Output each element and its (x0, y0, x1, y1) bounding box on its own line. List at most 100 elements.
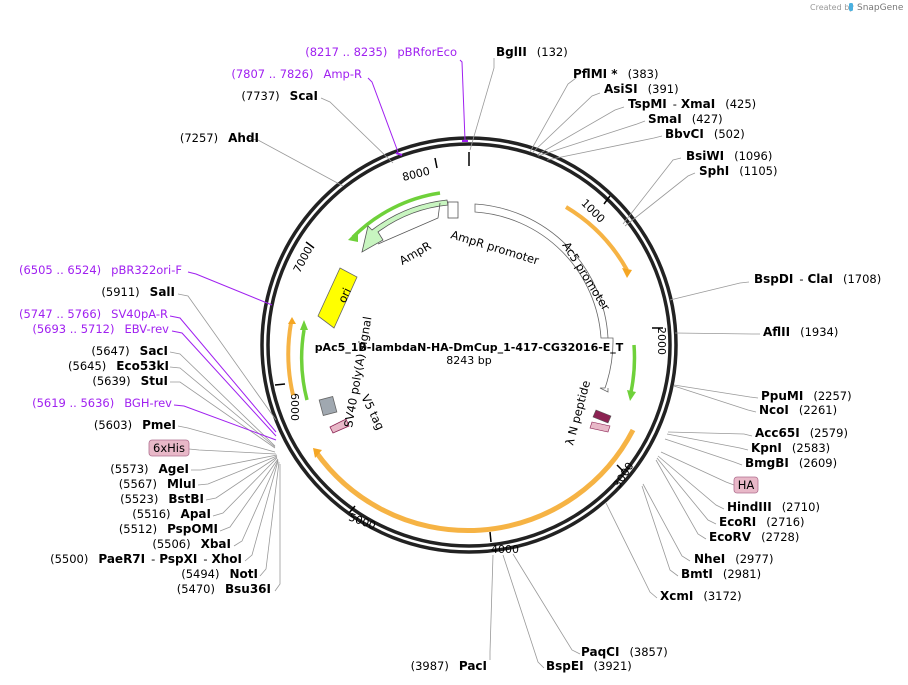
ampr-feature (361, 199, 449, 253)
leader-pmei (177, 425, 276, 453)
pleader-bghrev (173, 404, 277, 441)
site-bbvci: BbvCI(502) (665, 127, 745, 141)
lambda-n-label: λ N peptide (562, 379, 593, 447)
site-agei: (5573)AgeI (110, 462, 189, 476)
leader-noti (259, 461, 280, 577)
leader-saci (169, 351, 276, 447)
backbone-outer-ring (260, 136, 678, 554)
primer-labels: (8217 .. 8235)pBRforEco (7807 .. 7826)Am… (19, 45, 457, 410)
ac5-promoter-feature (474, 203, 609, 339)
pleader-sv40pa (169, 315, 277, 433)
tick-8000 (434, 157, 438, 169)
site-apai: (5516)ApaI (132, 507, 211, 521)
site-smai: SmaI(427) (648, 112, 723, 126)
site-kpni: KpnI(2583) (751, 441, 830, 455)
site-pmei: (5603)PmeI (94, 418, 176, 432)
snapgene-logo: SnapGene (849, 3, 904, 13)
orf-arcs (286, 205, 636, 534)
site-asisi: AsiSI(391) (604, 82, 679, 96)
tag-ha: HA (733, 476, 759, 494)
tick-label-4000: 4000 (491, 543, 519, 556)
primer-bgh-rev: (5619 .. 5636)BGH-rev (32, 396, 172, 410)
site-ahdi: (7257)AhdI (180, 131, 259, 145)
site-paci: (3987)PacI (411, 659, 487, 673)
site-leaders (169, 58, 760, 669)
primer-pbrforeco: (8217 .. 8235)pBRforEco (305, 45, 457, 59)
leader-ppumi (673, 384, 759, 399)
leader-bspei (502, 554, 545, 669)
leader-stui (170, 381, 276, 449)
ampr-label: AmpR (397, 238, 434, 267)
site-labels-left: (3987)PacI (7257)AhdI (7737)ScaI (5911)S… (50, 89, 487, 673)
primer-pbr322ori-f: (6505 .. 6524)pBR322ori-F (19, 263, 182, 277)
orf-arc-left (286, 322, 295, 396)
leader-paqci (512, 553, 581, 655)
leader-bbvci (546, 135, 663, 161)
site-ecorv: EcoRV(2728) (709, 530, 799, 544)
leader-sali (177, 293, 277, 421)
site-ppumi: PpuMI(2257) (761, 389, 852, 403)
leader-pflmi (529, 77, 577, 153)
leader-6xhis (188, 448, 277, 455)
leader-paer7i (244, 460, 279, 562)
leader-bmti (641, 485, 679, 577)
leader-hindiii (657, 455, 725, 510)
leader-aflii (674, 332, 760, 335)
leader-nhei (642, 483, 691, 562)
site-noti: (5494)NotI (181, 567, 258, 581)
tick-label-2000: 2000 (655, 327, 668, 355)
leader-sphi (624, 172, 696, 227)
site-mlui: (5567)MluI (119, 477, 196, 491)
orf-arc-main-head (313, 448, 322, 458)
leader-xcmi (605, 502, 658, 599)
tick-3000 (616, 464, 625, 473)
site-eco53ki: (5645)Eco53kI (68, 359, 169, 373)
plasmid-name: pAc5_1B-lambdaN-HA-DmCup_1-417-CG32016-E… (315, 341, 624, 354)
leader-ncoi (673, 385, 757, 413)
green-arrows (299, 191, 637, 401)
tick-5000 (348, 505, 356, 514)
site-ecori: EcoRI(2716) (719, 515, 805, 529)
leader-asisi (531, 92, 601, 154)
site-sphi: SphI(1105) (699, 164, 778, 178)
leader-paci (489, 554, 494, 660)
tick-label-5000: 5000 (347, 511, 378, 533)
site-tspmi-xmai: TspMI-XmaI(425) (628, 97, 756, 111)
leader-apai (212, 457, 278, 517)
site-hindiii: HindIII(2710) (727, 500, 820, 514)
tick-label-3000: 3000 (611, 460, 637, 491)
site-aflii: AflII(1934) (763, 325, 838, 339)
site-saci: (5647)SacI (91, 344, 168, 358)
leader-bmgbi (664, 438, 743, 466)
leader-acc65i (667, 431, 753, 437)
ori-label: ori (335, 286, 354, 305)
green-arc-left (299, 329, 309, 401)
pleader-pbrforeco (459, 59, 466, 141)
site-bmti: BmtI(2981) (681, 567, 761, 581)
leader-xbai (233, 459, 279, 547)
site-pflmi: PflMI *(383) (573, 67, 659, 81)
leader-bsiwi (622, 157, 682, 225)
credit-text: Created by (810, 3, 854, 12)
tick-label-6000: 6000 (288, 393, 301, 421)
lambda-n-feature (592, 409, 612, 424)
green-arc-right-head (627, 390, 636, 401)
orf-arc-1 (564, 205, 629, 271)
pleader-pbr322ori (187, 271, 273, 306)
site-bsiwi: BsiWI(1096) (686, 149, 772, 163)
site-acc65i: Acc65I(2579) (755, 426, 848, 440)
primer-leaders (169, 59, 468, 441)
ac5-promoter-arrowhead (599, 337, 614, 393)
site-bsu36i: (5470)Bsu36I (177, 582, 271, 596)
site-nhei: NheI(2977) (694, 552, 773, 566)
primer-ampr: (7807 .. 7826)Amp-R (231, 67, 362, 81)
green-arc-left-head (300, 320, 308, 330)
leader-scai (320, 97, 394, 164)
site-bmgbi: BmgBI(2609) (745, 456, 837, 470)
pleader-ampr (367, 77, 399, 153)
ampr-feature-body (377, 202, 441, 245)
tick-label-1000: 1000 (578, 197, 607, 226)
leader-bsu36i (274, 464, 281, 592)
site-stui: (5639)StuI (92, 374, 168, 388)
